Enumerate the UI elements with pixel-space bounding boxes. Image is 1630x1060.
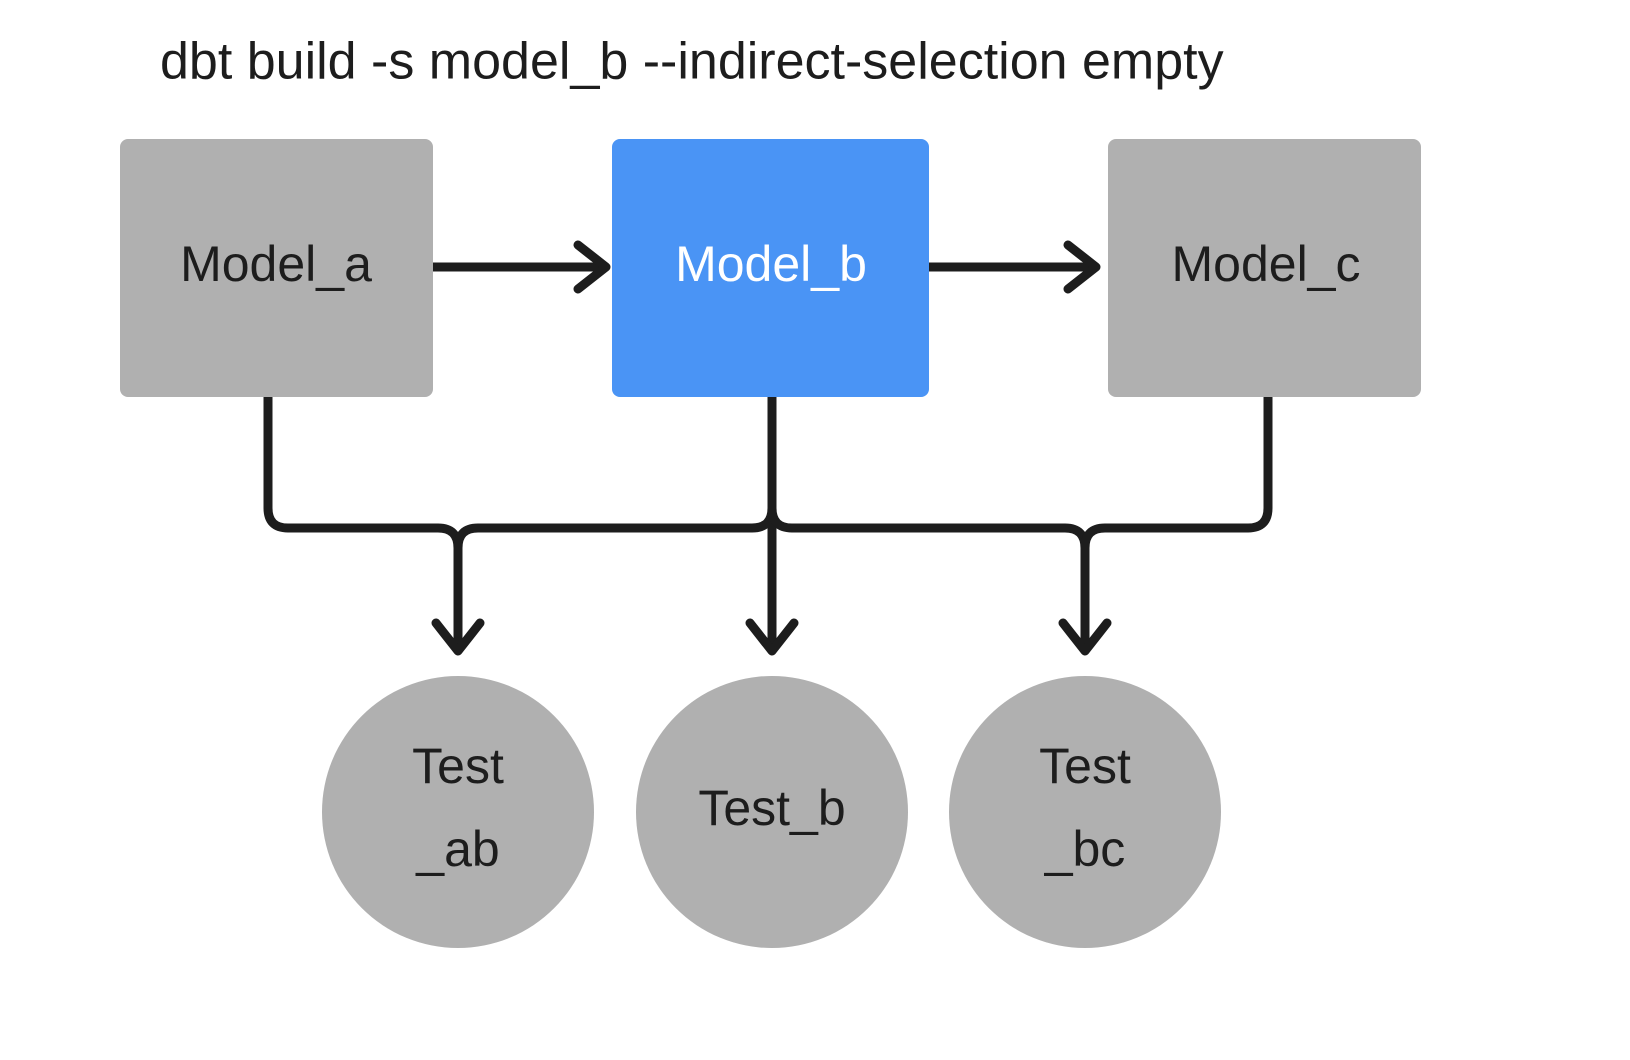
edge-model-b-to-model-c <box>929 240 1101 294</box>
test-bc-shape[interactable] <box>949 676 1221 948</box>
model-c-shape[interactable] <box>1108 139 1421 397</box>
model-b-shape[interactable] <box>612 139 929 397</box>
arrow-into-test-bc <box>1058 540 1112 656</box>
edge-model-b-to-test-ab <box>453 397 777 560</box>
edge-model-b-to-test-bc <box>767 397 1090 560</box>
diagram-title: dbt build -s model_b --indirect-selectio… <box>160 33 1224 91</box>
model-a-shape[interactable] <box>120 139 433 397</box>
test-ab-label-line1: Test <box>412 738 504 794</box>
model-a-label: Model_a <box>180 236 372 292</box>
test-ab-shape[interactable] <box>322 676 594 948</box>
arrow-into-test-ab <box>431 540 485 656</box>
edge-model-a-to-test-ab <box>263 397 463 560</box>
node-model-a[interactable]: Model_a <box>120 139 433 397</box>
test-ab-label-line2: _ab <box>415 821 499 877</box>
model-b-label: Model_b <box>675 236 867 292</box>
node-model-b[interactable]: Model_b <box>612 139 929 397</box>
edge-model-a-to-model-b <box>433 240 611 294</box>
node-model-c[interactable]: Model_c <box>1108 139 1421 397</box>
node-test-b[interactable]: Test_b <box>636 676 908 948</box>
node-test-ab[interactable]: Test _ab <box>322 676 594 948</box>
edge-model-c-to-test-bc <box>1080 397 1273 560</box>
model-c-label: Model_c <box>1172 236 1361 292</box>
test-b-shape[interactable] <box>636 676 908 948</box>
node-test-bc[interactable]: Test _bc <box>949 676 1221 948</box>
test-bc-label-line2: _bc <box>1044 821 1126 877</box>
test-b-label-line1: Test_b <box>698 780 845 836</box>
test-bc-label-line1: Test <box>1039 738 1131 794</box>
